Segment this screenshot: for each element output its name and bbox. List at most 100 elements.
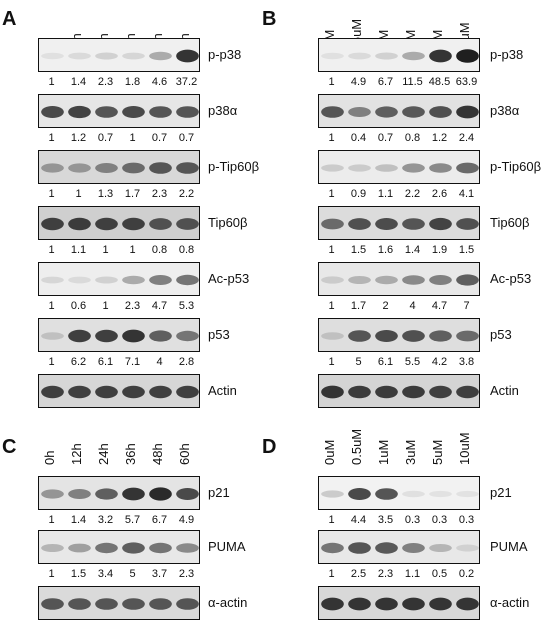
band: [149, 218, 172, 230]
band: [402, 597, 425, 611]
band: [402, 218, 425, 230]
blot-tip60-: [38, 206, 200, 240]
band: [41, 52, 64, 60]
panel-letter: A: [2, 8, 17, 30]
band: [176, 106, 199, 118]
band: [68, 276, 91, 284]
band: [176, 385, 199, 399]
blot-label: p-Tip60β: [208, 159, 260, 174]
quant-value: 1.6: [377, 244, 394, 256]
quant-value: 0.9: [350, 188, 367, 200]
quant-value: 2.5: [350, 568, 367, 580]
quant-value: 4.7: [151, 300, 168, 312]
band: [176, 330, 199, 342]
blot-bands: [321, 274, 479, 286]
quant-value: 0.4: [350, 132, 367, 144]
band: [456, 49, 479, 63]
lane-label: 48h: [149, 443, 165, 465]
band: [375, 542, 398, 554]
band: [149, 162, 172, 174]
lane-label: 10uM: [456, 432, 472, 465]
band: [95, 163, 118, 173]
blot-bands: [41, 542, 199, 554]
blot-label: p53: [490, 327, 512, 342]
band: [95, 106, 118, 118]
band: [149, 542, 172, 554]
quant-value: 2.3: [178, 568, 195, 580]
blot-bands: [41, 598, 199, 610]
quant-value: 2.3: [97, 76, 114, 88]
blot-bands: [321, 385, 479, 399]
lane-label: 0h: [41, 450, 57, 465]
band: [122, 542, 145, 554]
blot-p21: [38, 476, 200, 510]
blot-label: p38α: [490, 103, 520, 118]
band: [321, 597, 344, 611]
quant-value: 1.5: [350, 244, 367, 256]
band: [176, 49, 199, 63]
blot-bands: [41, 105, 199, 119]
blot-bands: [321, 49, 479, 63]
band: [149, 106, 172, 118]
band: [321, 490, 344, 498]
band: [348, 330, 371, 342]
band: [41, 106, 64, 118]
quant-value: 1: [48, 514, 55, 526]
quant-value: 1: [102, 244, 109, 256]
blot-label: p21: [490, 485, 512, 500]
quant-value: 7: [463, 300, 470, 312]
panel-letter: D: [262, 436, 277, 458]
quant-value: 2.3: [377, 568, 394, 580]
lane-label: 0.5uM: [348, 428, 364, 465]
blot-label: PUMA: [490, 539, 528, 554]
blot--actin: [38, 586, 200, 620]
quant-value: 1.4: [70, 76, 87, 88]
quant-value: 0.3: [404, 514, 421, 526]
blot-bands: [41, 217, 199, 231]
quant-value: 2.3: [124, 300, 141, 312]
band: [149, 51, 172, 61]
band: [375, 597, 398, 611]
quant-value: 1: [48, 76, 55, 88]
band: [402, 543, 425, 553]
band: [348, 218, 371, 230]
lane-label: 36h: [122, 443, 138, 465]
quant-value: 1.1: [70, 244, 87, 256]
band: [68, 489, 91, 499]
band: [41, 163, 64, 173]
band: [375, 330, 398, 342]
band: [149, 275, 172, 285]
band: [321, 106, 344, 118]
blot-bands: [41, 385, 199, 399]
blot-p53: [38, 318, 200, 352]
band: [456, 162, 479, 174]
quant-value: 1.8: [124, 76, 141, 88]
blot-bands: [41, 49, 199, 63]
quant-value: 1: [129, 244, 136, 256]
band: [375, 164, 398, 172]
blot-label: p-p38: [208, 47, 242, 62]
band: [402, 275, 425, 285]
quant-value: 3.5: [377, 514, 394, 526]
band: [122, 162, 145, 174]
blot-bands: [321, 217, 479, 231]
quant-value: 3.8: [458, 356, 475, 368]
band: [375, 385, 398, 399]
blot-bands: [321, 162, 479, 174]
quant-value: 4.7: [431, 300, 448, 312]
blot-puma: [318, 530, 480, 564]
lane-label: 12h: [68, 443, 84, 465]
quant-value: 1.4: [404, 244, 421, 256]
blot-tip60-: [318, 206, 480, 240]
band: [176, 488, 199, 500]
band: [95, 217, 118, 231]
quant-value: 1: [328, 132, 335, 144]
band: [456, 597, 479, 611]
quant-value: 3.7: [151, 568, 168, 580]
band: [456, 330, 479, 342]
blot-puma: [38, 530, 200, 564]
quant-value: 1.3: [97, 188, 114, 200]
quant-value: 3.2: [97, 514, 114, 526]
band: [456, 218, 479, 230]
band: [321, 542, 344, 554]
